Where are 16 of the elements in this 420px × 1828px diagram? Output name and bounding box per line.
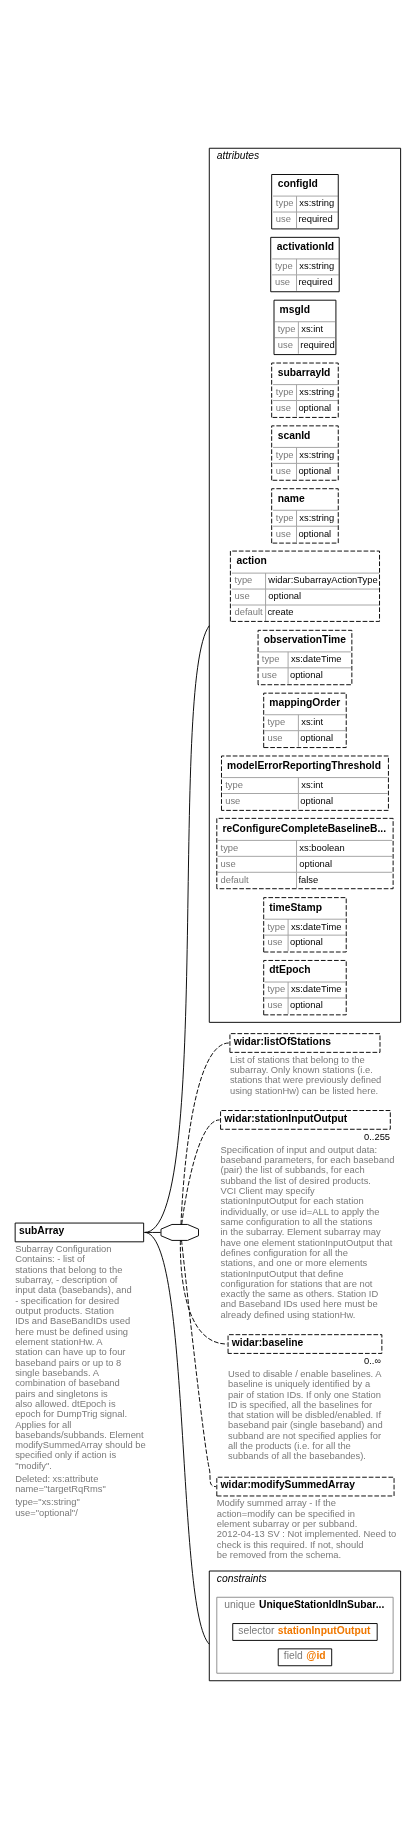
node-box: field @id <box>277 1647 333 1666</box>
node-label: 0..255 <box>364 1131 391 1142</box>
node-label: Deleted: xs:attribute name="targetRqRms" <box>15 1473 106 1494</box>
connector <box>181 1118 221 1225</box>
node-label: Specification of input and output data: baseband parameters, for each baseband (pair) the list of subbands, for each subband the list of desired products. VCI Client may specify stationInputOutput for each station individually, or use id=ALL to apply the same configuration to all the stations in the subarray. Element subarray may have one element stationInputOutput that defines configuration for all the stations, and one or more elements stationInputOutput that define configuration for stations that are not exactly the same as others. Station ID and Baseband IDs used here must be already defined using stationHw. <box>220 1144 395 1320</box>
node-label: 0..∞ <box>364 1355 382 1366</box>
node-label: List of stations that belong to the subarray. Only known stations (i.e. stations that were previously defined using stationHw) can be listed here. <box>229 1054 382 1096</box>
connector <box>179 1239 228 1344</box>
node-label: type="xs:string" use="optional"/ <box>15 1496 80 1518</box>
node-octagon <box>160 1223 199 1241</box>
connector <box>181 1239 217 1487</box>
node-label: Used to disable / enable baselines. A baseline is uniquely identified by a pair of station IDs. If only one Station ID is specified, all the baselines for that station will be disbled/enabled. If baseband pair (single baseband) and subband are not specified applies for all the products (i.e. for all the subbands of all the basebandes). <box>228 1368 383 1461</box>
connector <box>180 1042 230 1225</box>
node-box: selector stationInputOutput <box>232 1622 378 1641</box>
node-label: Modify summed array - If the action=modify can be specified in element subarray or per subband. 2012-04-13 SV : Not implemented. Need to check is this required. If not, should be removed from the schema. <box>216 1497 397 1560</box>
node-label: Subarray Configuration Contains: - list of stations that belong to the subarray, - description of input data (basebands), and - specification for desired output products. Station IDs and BaseBandIDs used here must be defined using element stationHw. A station can have up to four baseband pairs or up to 8 single basebands. A combination of baseband pairs and singletons is also allowed. dtEpoch is epoch for DumpTrig signal. Applies for all basebands/subbands. Element modifySummedArray should be specified only if action is "modify". <box>15 1243 146 1471</box>
